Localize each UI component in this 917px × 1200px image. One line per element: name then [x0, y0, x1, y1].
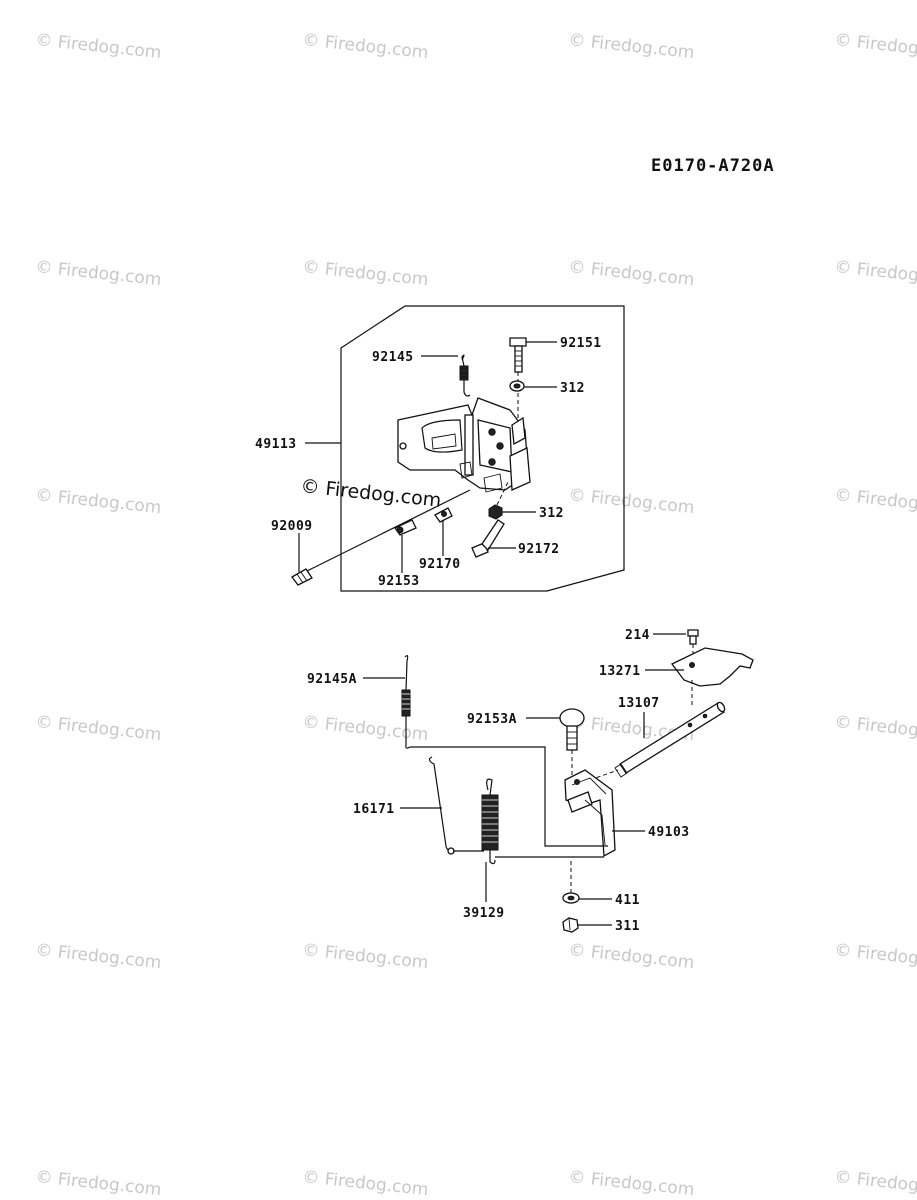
- shaft-13107: [614, 701, 726, 778]
- watermark: © Firedog.com: [567, 30, 695, 63]
- screw-214: [687, 629, 699, 645]
- watermark-grid: © Firedog.com © Firedog.com © Firedog.co…: [34, 30, 917, 1200]
- label-92009: 92009: [271, 519, 313, 534]
- label-16171: 16171: [353, 802, 395, 817]
- pin-92153A: [559, 708, 585, 751]
- nut-312-lower: [488, 504, 503, 520]
- watermark: © Firedog.com: [833, 1167, 917, 1200]
- upper-assembly: © Firedog.com: [255, 305, 625, 592]
- watermark: © Firedog.com: [567, 1167, 695, 1200]
- washer-411: [562, 892, 580, 904]
- label-92145A: 92145A: [307, 672, 357, 687]
- lower-assembly: 214 13271 92145A 13107 92153A 16171 4910…: [307, 628, 754, 934]
- watermark: © Firedog.com: [34, 1167, 162, 1200]
- inline-watermark: © Firedog.com: [299, 475, 442, 512]
- watermark: © Firedog.com: [34, 485, 162, 518]
- watermark: © Firedog.com: [34, 940, 162, 973]
- watermark: © Firedog.com: [567, 257, 695, 290]
- watermark: © Firedog.com: [34, 30, 162, 63]
- label-49113: 49113: [255, 437, 297, 452]
- bolt-92172: [471, 519, 505, 558]
- watermark: © Firedog.com: [301, 1167, 429, 1200]
- lever-49103: [564, 769, 616, 858]
- watermark: © Firedog.com: [301, 712, 429, 745]
- watermark: © Firedog.com: [833, 940, 917, 973]
- watermark: © Firedog.com: [833, 485, 917, 518]
- watermark: © Firedog.com: [34, 257, 162, 290]
- control-bracket-49113: [397, 397, 531, 493]
- label-92151: 92151: [560, 336, 602, 351]
- pivot-92170: [434, 507, 453, 523]
- watermark: © Firedog.com: [301, 30, 429, 63]
- pin-92153: [394, 519, 417, 536]
- link-92145A-to-lever: [410, 746, 608, 847]
- watermark: © Firedog.com: [34, 712, 162, 745]
- spring-39129: [481, 778, 499, 865]
- dash-13107: [589, 769, 619, 781]
- spring-92145: [459, 354, 471, 397]
- label-411: 411: [615, 893, 640, 908]
- watermark: © Firedog.com: [833, 712, 917, 745]
- watermark: © Firedog.com: [301, 940, 429, 973]
- plate-13271: [671, 647, 754, 687]
- rod-92009: [291, 489, 471, 586]
- bolt-92151: [509, 337, 527, 373]
- label-92153A: 92153A: [467, 712, 517, 727]
- diagram-id: E0170-A720A: [651, 156, 775, 176]
- watermark: © Firedog.com: [567, 485, 695, 518]
- watermark: © Firedog.com: [567, 940, 695, 973]
- washer-312-top: [509, 380, 525, 392]
- label-311: 311: [615, 919, 640, 934]
- watermark: © Firedog.com: [833, 30, 917, 63]
- watermark: © Firedog.com: [301, 257, 429, 290]
- label-92153: 92153: [378, 574, 420, 589]
- label-13271: 13271: [599, 664, 641, 679]
- label-92170: 92170: [419, 557, 461, 572]
- dash-312-lower: [496, 481, 509, 506]
- rod-16171: [428, 756, 484, 855]
- spring-92145A: [401, 655, 411, 749]
- label-214: 214: [625, 628, 650, 643]
- label-92172: 92172: [518, 542, 560, 557]
- nut-311: [562, 917, 579, 933]
- label-92145: 92145: [372, 350, 414, 365]
- watermark: © Firedog.com: [833, 257, 917, 290]
- label-13107: 13107: [618, 696, 660, 711]
- label-49103: 49103: [648, 825, 690, 840]
- label-39129: 39129: [463, 906, 505, 921]
- label-312-top: 312: [560, 381, 585, 396]
- assembly-frame-49113: [340, 305, 625, 592]
- label-312-lower: 312: [539, 506, 564, 521]
